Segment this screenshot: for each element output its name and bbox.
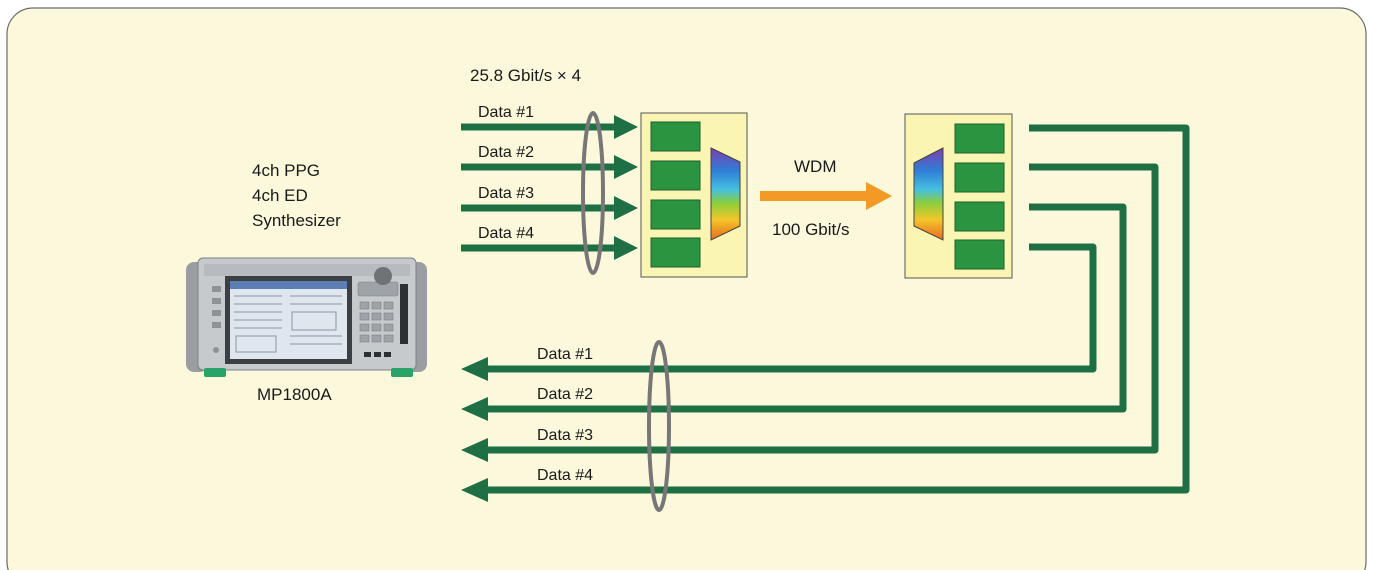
instrument-knob: [374, 267, 392, 285]
receive-bundle-ellipse: [647, 340, 671, 512]
instrument-ports: [364, 352, 391, 357]
transmit-arrowhead-1: [614, 115, 638, 139]
instrument-group: 4ch PPG 4ch ED Synthesizer: [186, 161, 427, 404]
demux-prism: [913, 147, 944, 241]
wdm-link: WDM 100 Gbit/s: [760, 157, 892, 239]
receive-lane-label-3: Data #3: [537, 427, 593, 444]
return-arrowhead-3: [461, 438, 488, 462]
wdm-arrowhead: [866, 182, 892, 210]
instrument-foot-left: [204, 368, 226, 377]
mux-lane-block-2: [650, 160, 701, 191]
mux-lane-block-3: [650, 199, 701, 230]
instrument-foot-right: [391, 368, 413, 377]
instrument-screen-titlebar: [230, 281, 347, 289]
demux-lane-block-1: [954, 123, 1005, 154]
transmit-bundle-ellipse: [581, 111, 605, 275]
receive-lane-label-4: Data #4: [537, 467, 593, 484]
return-arrowheads: [461, 357, 488, 502]
transmit-group: 25.8 Gbit/s × 4 Data #1 Data #2 Data #3 …: [461, 66, 638, 275]
receive-lane-label-1: Data #1: [537, 346, 593, 363]
return-arrowhead-4: [461, 478, 488, 502]
wdm-type-label: WDM: [794, 157, 836, 176]
transmit-arrowhead-2: [614, 155, 638, 179]
instrument-feature-synthesizer: Synthesizer: [252, 211, 341, 230]
return-line-3: [485, 163, 1159, 454]
instrument-feature-ppg: 4ch PPG: [252, 161, 320, 180]
demux-lane-blocks: [954, 123, 1005, 270]
receive-group: Data #1 Data #2 Data #3 Data #4: [537, 340, 671, 512]
transmit-arrowhead-4: [614, 236, 638, 260]
return-arrowhead-1: [461, 357, 488, 381]
background-panel: [6, 7, 1367, 570]
instrument-side-panel: [400, 284, 408, 344]
return-arrowhead-2: [461, 397, 488, 421]
transmit-lines: [461, 123, 618, 252]
instrument-model-label: MP1800A: [257, 385, 332, 404]
transmit-lane-label-4: Data #4: [478, 225, 534, 242]
transmit-lane-label-2: Data #2: [478, 144, 534, 161]
instrument-top-bezel: [204, 264, 410, 276]
receive-lane-label-2: Data #2: [537, 386, 593, 403]
mux-lane-blocks: [650, 121, 701, 268]
demux-lane-block-3: [954, 201, 1005, 232]
instrument-left-buttons: [212, 286, 221, 353]
transmit-rate-label: 25.8 Gbit/s × 4: [470, 66, 581, 85]
return-line-4: [485, 124, 1190, 494]
instrument-keypad: [357, 281, 399, 343]
return-line-2: [485, 203, 1127, 413]
mux-prism: [710, 147, 741, 241]
transmit-arrowhead-3: [614, 196, 638, 220]
transmit-lane-label-3: Data #3: [478, 185, 534, 202]
return-lines: [485, 124, 1190, 494]
return-line-1: [485, 243, 1097, 373]
transmit-lane-label-1: Data #1: [478, 104, 534, 121]
wdm-rate-label: 100 Gbit/s: [772, 220, 850, 239]
instrument-feature-ed: 4ch ED: [252, 186, 308, 205]
transmit-arrowheads: [614, 115, 638, 260]
demux-module: [904, 113, 1013, 279]
instrument-image: [186, 257, 427, 377]
instrument-screen-content: [234, 295, 342, 353]
mux-module: [640, 112, 748, 278]
demux-lane-block-4: [954, 239, 1005, 270]
mux-lane-block-4: [650, 237, 701, 268]
mux-lane-block-1: [650, 121, 701, 152]
demux-lane-block-2: [954, 162, 1005, 193]
